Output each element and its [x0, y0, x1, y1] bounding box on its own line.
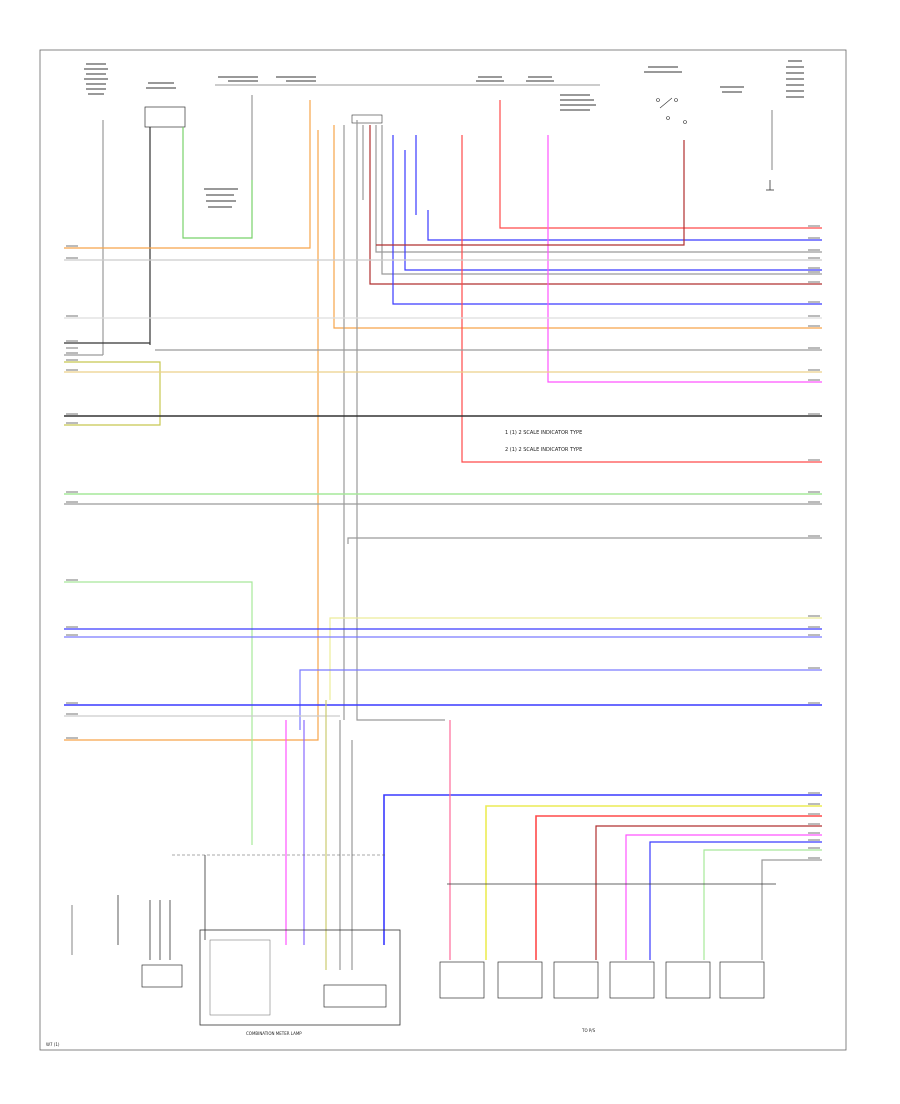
wire-tag-right	[808, 347, 820, 349]
legend-note-1: 1 (1) 2 SCALE INDICATOR TYPE	[505, 430, 582, 436]
wire-tag-right	[808, 839, 820, 841]
wire-tag-right	[808, 813, 820, 815]
horizontal-wires	[64, 259, 822, 845]
wire-tag-right	[808, 301, 820, 303]
wire-tag-left	[66, 352, 78, 354]
wire-tag-right	[808, 615, 820, 617]
wire-tag-right	[808, 491, 820, 493]
wire-tag-right	[808, 667, 820, 669]
wire-tag-right	[808, 413, 820, 415]
wire-tag-left	[66, 347, 78, 349]
wire-tag-right	[808, 459, 820, 461]
sensor-box-top	[144, 106, 186, 128]
right-panel-label: TO P/S	[581, 1028, 596, 1033]
wire-tag-right	[808, 225, 820, 227]
wire-tag-right	[808, 369, 820, 371]
bottom-labels: COMBINATION METER LAMP TO P/S W7 (1)	[46, 1028, 596, 1047]
wire-tag-right	[808, 626, 820, 628]
left-panel-label: COMBINATION METER LAMP	[246, 1031, 302, 1036]
wire-tag-right	[808, 702, 820, 704]
bottom-left-code: W7 (1)	[46, 1042, 60, 1047]
meter-sub-1	[209, 939, 271, 1016]
wire-tag-right	[808, 823, 820, 825]
wire-tag-left	[66, 634, 78, 636]
wire-tag-left	[66, 702, 78, 704]
wire-tag-right	[808, 249, 820, 251]
wire-tag-right	[808, 281, 820, 283]
wire-tag-left	[66, 359, 78, 361]
wire-tag-left	[66, 579, 78, 581]
junction-box-top	[351, 114, 383, 124]
lamp-row	[439, 961, 765, 999]
wire-tag-right	[808, 832, 820, 834]
top-component-labels	[84, 60, 804, 208]
wire-tag-right	[808, 792, 820, 794]
ground-top-right	[766, 180, 774, 191]
vertical-wires-top	[64, 95, 822, 741]
wire-tag-left	[66, 413, 78, 415]
wire-tag-right	[808, 325, 820, 327]
wire-tag-left	[66, 257, 78, 259]
wire-tag-left	[66, 501, 78, 503]
wire-tag-right	[808, 535, 820, 537]
wire-tag-right	[808, 501, 820, 503]
combination-meter-panel	[199, 929, 401, 1026]
wire-tag-right	[808, 634, 820, 636]
connector-ticks	[66, 225, 820, 859]
wire-tag-left	[66, 422, 78, 424]
switch-box-bottom	[141, 964, 183, 988]
wire-tag-left	[66, 491, 78, 493]
legend-notes: 1 (1) 2 SCALE INDICATOR TYPE 2 (1) 2 SCA…	[505, 430, 582, 453]
wire-tag-right	[808, 267, 820, 269]
wire-tag-left	[66, 626, 78, 628]
wire-tag-left	[66, 245, 78, 247]
wire-tag-left	[66, 737, 78, 739]
wire-tag-right	[808, 847, 820, 849]
ignition-switch	[656, 97, 687, 124]
wire-tag-right	[808, 237, 820, 239]
vertical-wires-bottom	[71, 700, 822, 970]
wire-tag-right	[808, 857, 820, 859]
wire-tag-right	[808, 803, 820, 805]
wire-tag-right	[808, 315, 820, 317]
wire-tag-left	[66, 713, 78, 715]
wire-tag-right	[808, 379, 820, 381]
wire-tag-right	[808, 271, 820, 273]
wire-tag-left	[66, 369, 78, 371]
wire-tag-left	[66, 340, 78, 342]
wire-tag-left	[66, 315, 78, 317]
wire-tag-right	[808, 257, 820, 259]
diagram-frame	[39, 49, 847, 1051]
meter-sub-2	[323, 984, 387, 1008]
legend-note-2: 2 (1) 2 SCALE INDICATOR TYPE	[505, 447, 582, 453]
